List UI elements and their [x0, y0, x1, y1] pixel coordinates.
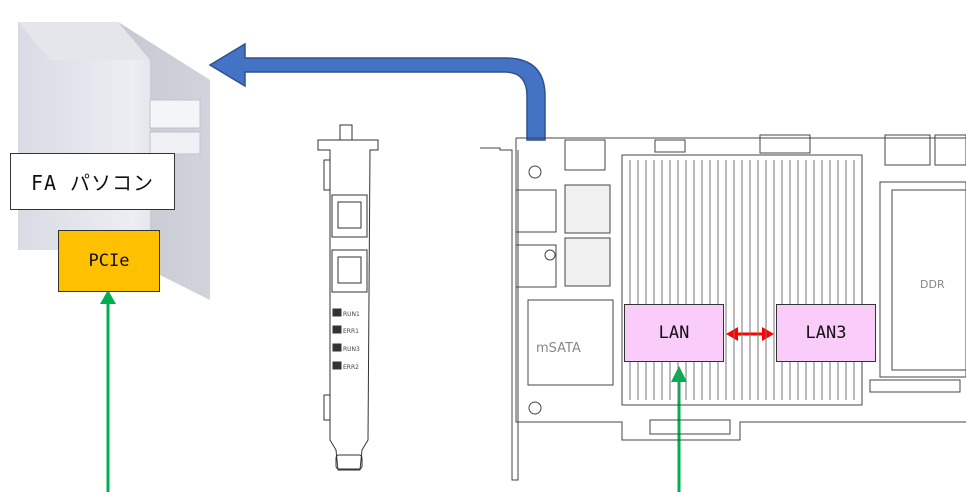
data-flow-arrow-blue [210, 44, 545, 140]
led-label-run1: RUN1 [343, 311, 360, 318]
pcie-bracket [318, 125, 378, 470]
heatsink-fins [630, 160, 854, 400]
msata-label: mSATA [536, 341, 581, 356]
green-arrow-pcie [100, 290, 116, 492]
pcie-label: PCIe [58, 230, 160, 292]
ddr-label: DDR [920, 278, 945, 291]
fa-pc-label: FA パソコン [10, 153, 175, 210]
led-label-err2: ERR2 [343, 364, 359, 371]
lan-label: LAN [624, 304, 724, 362]
lan-text: LAN [659, 323, 690, 343]
lan3-text: LAN3 [806, 323, 847, 343]
rj45-port-1 [332, 195, 367, 237]
led-label-run3: RUN3 [343, 346, 360, 353]
fa-pc-text: FA パソコン [31, 167, 154, 196]
lan3-label: LAN3 [776, 304, 876, 362]
green-arrow-lan [671, 366, 687, 492]
led-label-err1: ERR1 [343, 328, 359, 335]
rj45-port-2 [332, 250, 367, 292]
pcie-text: PCIe [89, 251, 130, 271]
